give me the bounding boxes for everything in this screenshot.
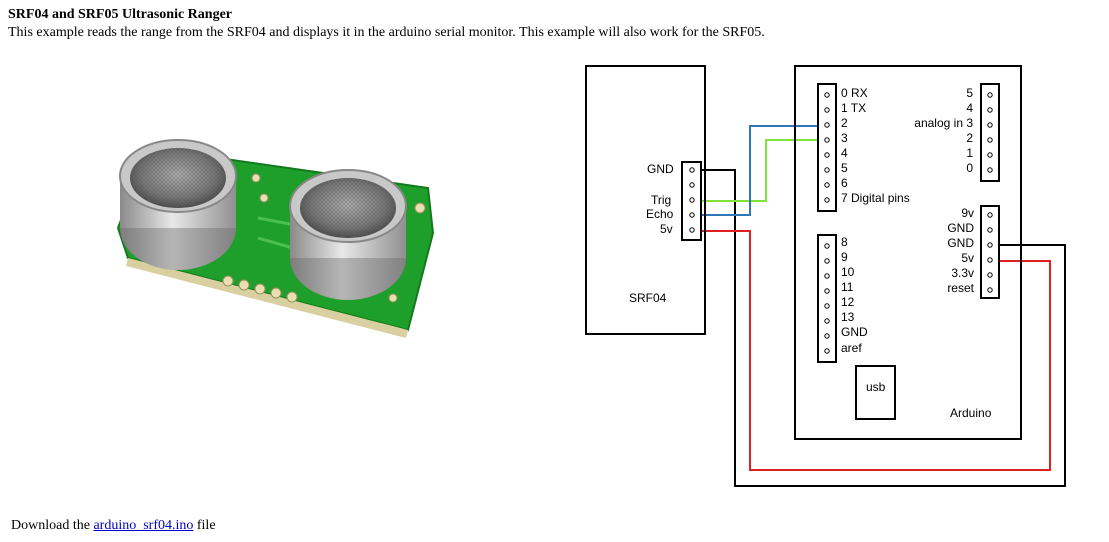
digital-pin-10: 10 <box>841 265 855 279</box>
digital-pin-gnd: GND <box>841 325 868 339</box>
wire-power <box>692 230 1051 471</box>
srf04-sensor-photo <box>116 139 435 338</box>
arduino-label: Arduino <box>950 406 992 420</box>
power-pin-reset: reset <box>947 281 974 295</box>
srf04-pin-gnd: GND <box>647 162 674 176</box>
digital-pin-1: 1 TX <box>841 101 866 115</box>
arduino-board <box>794 65 1022 440</box>
analog-pin-4: 4 <box>966 101 973 115</box>
digital-pin-4: 4 <box>841 146 848 160</box>
download-line: Download the arduino_srf04.ino file <box>11 518 216 534</box>
digital-header-top <box>817 83 837 212</box>
digital-pin-7: 7 Digital pins <box>841 191 910 205</box>
power-pin-9v: 9v <box>961 206 974 220</box>
digital-pin-13: 13 <box>841 310 855 324</box>
digital-pin-0: 0 RX <box>841 86 868 100</box>
digital-pin-12: 12 <box>841 295 855 309</box>
analog-header <box>980 83 1000 182</box>
wire-echo <box>692 125 826 216</box>
srf04-module <box>585 65 706 335</box>
srf04-pin-echo: Echo <box>646 207 674 221</box>
srf04-pin-trig: Trig <box>651 193 671 207</box>
page-title: SRF04 and SRF05 Ultrasonic Ranger <box>8 7 233 22</box>
analog-pin-2: 2 <box>966 131 973 145</box>
power-pin-5v: 5v <box>961 251 974 265</box>
digital-pin-aref: aref <box>841 341 862 355</box>
download-prefix: Download the <box>11 518 90 533</box>
analog-pin-0: 0 <box>966 161 973 175</box>
digital-pin-8: 8 <box>841 235 848 249</box>
analog-pin-3: analog in 3 <box>914 116 973 130</box>
usb-connector <box>855 365 896 420</box>
analog-pin-1: 1 <box>966 146 973 160</box>
digital-pin-9: 9 <box>841 250 848 264</box>
power-pin-gnd-1: GND <box>947 221 974 235</box>
digital-pin-6: 6 <box>841 176 848 190</box>
power-header <box>980 205 1000 299</box>
power-pin-gnd-2: GND <box>947 236 974 250</box>
page-description: This example reads the range from the SR… <box>8 25 765 40</box>
download-suffix: file <box>196 518 216 533</box>
analog-pin-5: 5 <box>966 86 973 100</box>
digital-pin-5: 5 <box>841 161 848 175</box>
usb-label: usb <box>866 380 886 394</box>
download-link[interactable]: arduino_srf04.ino <box>93 518 194 533</box>
srf04-label: SRF04 <box>629 291 667 305</box>
digital-header-bottom <box>817 234 837 363</box>
wire-ground <box>692 169 1066 487</box>
srf04-pin-5v: 5v <box>660 222 673 236</box>
digital-pin-2: 2 <box>841 116 848 130</box>
digital-pin-3: 3 <box>841 131 848 145</box>
power-pin-3v3: 3.3v <box>951 266 974 280</box>
digital-pin-11: 11 <box>841 280 854 294</box>
